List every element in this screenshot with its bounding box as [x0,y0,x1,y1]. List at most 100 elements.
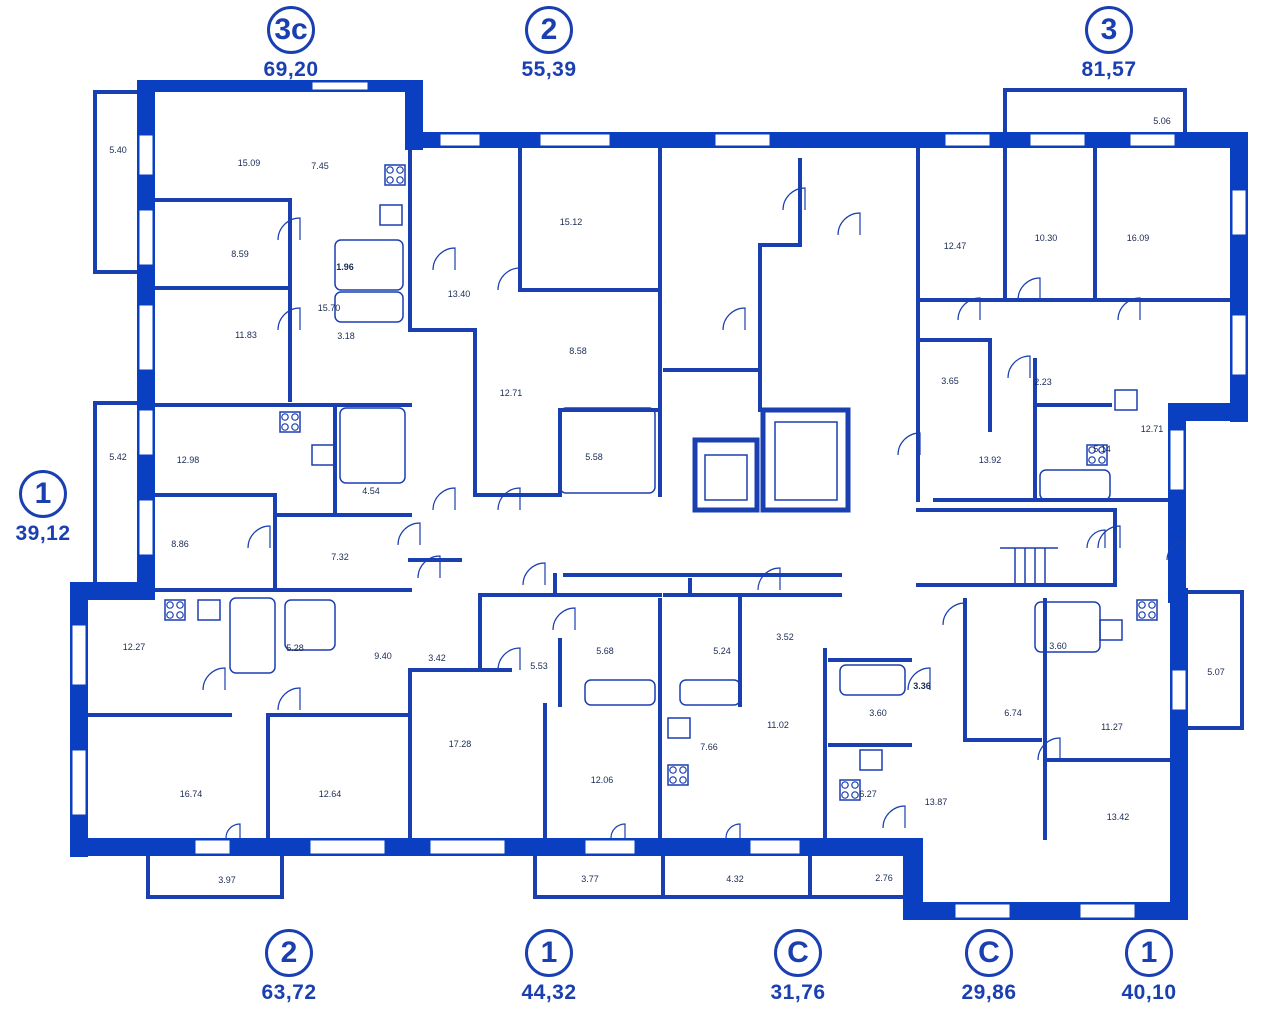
stove-icon [839,779,861,801]
bathroom-fixture [339,407,406,484]
window [1231,189,1247,236]
door-swing [882,805,906,829]
room-area-label: 7.66 [700,742,718,752]
window [1029,133,1086,147]
apartment-area: 31,76 [770,981,826,1004]
apartment-type-badge: 2 [525,6,573,54]
stove-burner [386,176,394,184]
apartment-area: 44,32 [521,981,577,1004]
room-area-label: 10.30 [1035,233,1058,243]
room-area-label: 17.28 [449,739,472,749]
door-swing [497,647,521,671]
fixtures [164,164,1158,801]
apartment-type-badge: С [774,929,822,977]
sink-icon [1114,389,1138,411]
room-area-label: 6.27 [859,789,877,799]
room-area-label: 4.54 [362,486,380,496]
apartment-type-badge: 1 [525,929,573,977]
room-area-label: 4.32 [726,874,744,884]
room-area-label: 15.12 [560,217,583,227]
door-swing [757,567,781,591]
apartment-area: 63,72 [261,981,317,1004]
stove-burner [1098,456,1106,464]
bathroom-fixture [839,664,906,696]
room-area-label: 5.14 [1093,444,1111,454]
room-area-label: 3.60 [869,708,887,718]
room-area-label: 12.06 [591,775,614,785]
apartment-type-badge: С [965,929,1013,977]
bathroom-fixture [229,597,276,674]
window [71,624,87,686]
stove-burner [851,781,859,789]
elevator-cabin [774,421,838,501]
stove-burner [291,413,299,421]
stove-burner [1138,611,1146,619]
stove-burner [669,776,677,784]
door-swing [725,823,741,839]
stove-burner [1138,601,1146,609]
stove-burner [166,601,174,609]
window [714,133,771,147]
window [138,304,154,371]
door-swing [247,525,271,549]
window [138,134,154,176]
stove-burner [1098,446,1106,454]
room-area-label: 8.86 [171,539,189,549]
room-area-label: 12.47 [944,241,967,251]
exterior-wall [70,582,88,857]
stove-icon [1136,599,1158,621]
bathroom-fixture [284,599,336,651]
room-area-label: 3.77 [581,874,599,884]
stove-burner [1148,601,1156,609]
apartment-type-badge: 2 [265,929,313,977]
stove-burner [1148,611,1156,619]
room-area-label: 3.97 [218,875,236,885]
room-area-label: 11.02 [767,720,789,730]
room-area-label: 8.58 [569,346,587,356]
room-area-label: 15.70 [318,303,341,313]
room-area-label: 5.58 [585,452,603,462]
apartment-area: 29,86 [961,981,1017,1004]
stove-burner [1088,446,1096,454]
exterior-wall [405,132,905,148]
door-swing [1037,737,1061,761]
room-area-label: 12.98 [177,455,200,465]
sink-icon [379,204,403,226]
door-swing [610,823,626,839]
stove-burner [1088,456,1096,464]
interior-walls [86,88,1244,899]
room-area-label: 13.42 [1107,812,1130,822]
room-area-label: 16.09 [1127,233,1150,243]
room-area-label: 13.40 [448,289,471,299]
apartment-area: 81,57 [1081,58,1137,81]
bathroom-fixture [334,239,404,291]
stove-burner [851,791,859,799]
exterior-wall [1170,588,1188,920]
door-swing [552,607,576,631]
room-area-label: 5.68 [596,646,614,656]
stove-burner [281,413,289,421]
elevator-shaft [760,407,851,513]
bathroom-fixture [1039,469,1111,501]
sink-icon [859,749,883,771]
room-area-label: 5.40 [109,145,127,155]
window [138,499,154,556]
room-area-label: 3.36 [913,681,931,691]
room-area-label: 3.18 [337,331,355,341]
sink-icon [1099,619,1123,641]
sink-icon [197,599,221,621]
stove-burner [166,611,174,619]
room-area-label: 5.24 [713,646,731,656]
door-swing [497,487,521,511]
apartment-area: 39,12 [15,522,71,545]
room-area-label: 2.23 [1034,377,1052,387]
apartment-type-badge: 3 [1085,6,1133,54]
stove-burner [396,166,404,174]
exterior-wall [1230,132,1248,422]
window [71,749,87,816]
sink-icon [311,444,335,466]
window [138,409,154,456]
